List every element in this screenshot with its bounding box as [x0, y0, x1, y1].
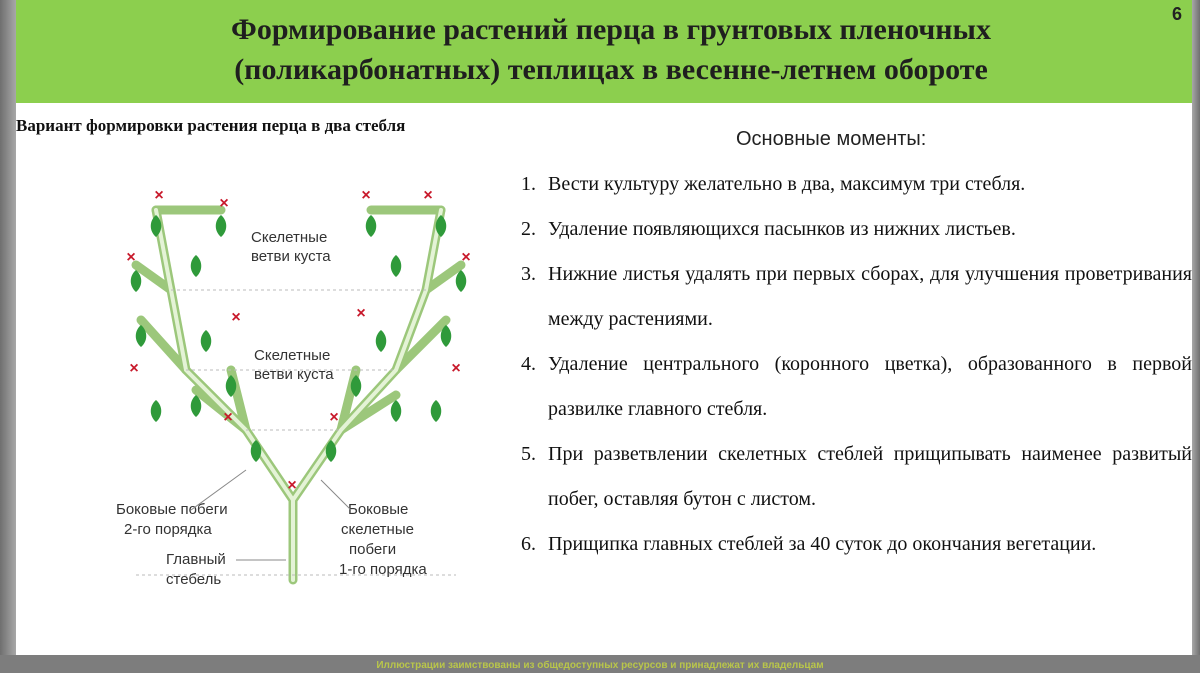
list-item-number: 2. — [521, 218, 536, 240]
header-band: Формирование растений перца в грунтовых … — [16, 0, 1192, 103]
list-item: 2. Удаление появляющихся пасынков из нижн… — [496, 207, 1192, 252]
list-item: 1. Вести культуру желательно в два, макси… — [496, 162, 1192, 207]
moments-title: Основные моменты: — [736, 128, 927, 150]
list-item-number: 4. — [521, 353, 536, 375]
list-item-number: 1. — [521, 173, 536, 195]
moments-list: 1. Вести культуру желательно в два, макси… — [496, 162, 1192, 567]
list-item-number: 3. — [521, 263, 536, 285]
cut-mark: × — [154, 187, 163, 204]
cut-mark: × — [423, 187, 432, 204]
title-line-1: Формирование растений перца в грунтовых … — [231, 13, 991, 46]
list-item-text: При разветвлении скелетных стеблей прищи… — [548, 443, 1192, 510]
list-item-text: Удаление появляющихся пасынков из нижних… — [548, 218, 1016, 240]
cut-marks: × × × × × × × × × × × × × — [126, 187, 470, 494]
list-item-number: 5. — [521, 443, 536, 465]
frame-right — [1192, 0, 1200, 673]
cut-mark: × — [461, 249, 470, 266]
pepper-formation-diagram: × × × × × × × × × × × × × Скелетные ветв… — [116, 187, 471, 588]
label-side-skeletal: Боковые скелетные побеги 1-го порядка — [339, 501, 427, 578]
cut-mark: × — [287, 477, 296, 494]
label-main-stem: Главный стебель — [166, 551, 230, 588]
cut-mark: × — [129, 360, 138, 377]
frame-left — [0, 0, 16, 673]
cut-mark: × — [126, 249, 135, 266]
list-item-text: Вести культуру желательно в два, максиму… — [548, 173, 1026, 195]
cut-mark: × — [231, 309, 240, 326]
credit-text: Иллюстрации заимствованы из общедоступны… — [376, 660, 824, 671]
list-item: 4. Удаление центрального (коронного цветк… — [496, 342, 1192, 432]
slide: Формирование растений перца в грунтовых … — [16, 0, 1192, 655]
list-item-text: Нижние листья удалять при первых сборах,… — [548, 263, 1192, 330]
diagram-heading: Вариант формировки растения перца в два … — [16, 116, 406, 135]
cut-mark: × — [223, 409, 232, 426]
label-skeletal-top: Скелетные ветви куста — [251, 229, 331, 265]
title-line-2: (поликарбонатных) теплицах в весенне-лет… — [234, 53, 988, 86]
cut-mark: × — [361, 187, 370, 204]
list-item: 3. Нижние листья удалять при первых сбора… — [496, 252, 1192, 342]
label-skeletal-mid: Скелетные ветви куста — [254, 347, 334, 383]
list-item-text: Удаление центрального (коронного цветка)… — [548, 353, 1192, 420]
list-item-number: 6. — [521, 533, 536, 555]
slide-title: Формирование растений перца в грунтовых … — [106, 10, 1116, 90]
guide-lines — [136, 289, 456, 576]
list-item: 5. При разветвлении скелетных стеблей при… — [496, 432, 1192, 522]
label-side-shoots: Боковые побеги 2-го порядка — [116, 501, 232, 538]
list-item-text: Прищипка главных стеблей за 40 суток до … — [548, 533, 1097, 555]
bottom-bar — [0, 655, 1200, 673]
cut-mark: × — [329, 409, 338, 426]
cut-mark: × — [219, 195, 228, 212]
label-leader-lines — [190, 469, 352, 561]
list-item: 6. Прищипка главных стеблей за 40 суток д… — [496, 522, 1192, 567]
slide-number: 6 — [1171, 4, 1182, 24]
cut-mark: × — [451, 360, 460, 377]
cut-mark: × — [356, 305, 365, 322]
